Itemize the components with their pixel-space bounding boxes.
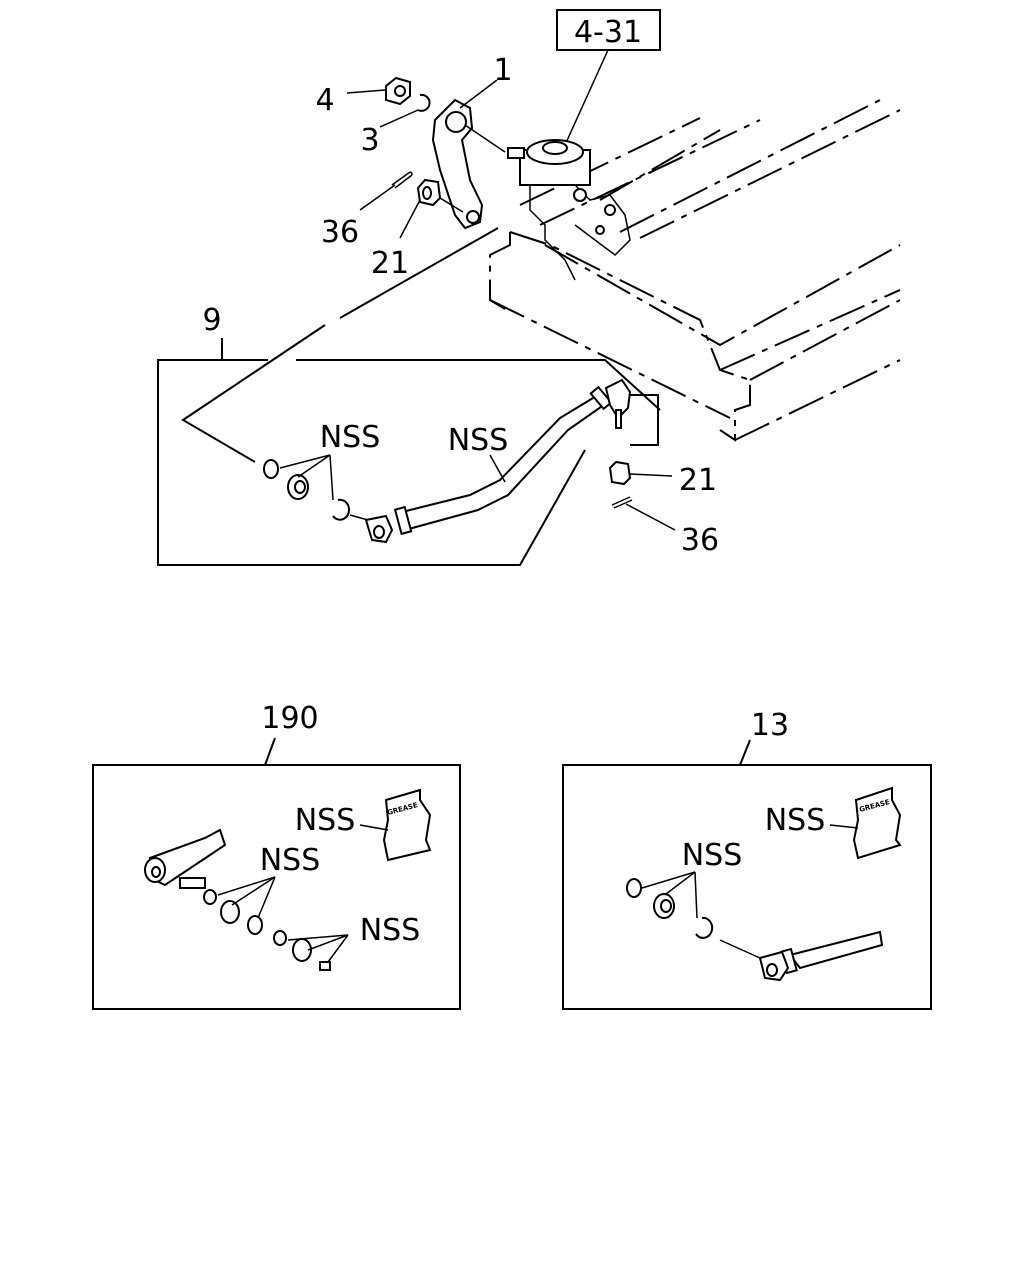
inset-13-nss-seals: NSS	[682, 838, 743, 873]
cotter-pin-36-lower-icon	[611, 496, 633, 509]
pitman-arm[interactable]	[431, 98, 484, 230]
inset-13-boot-icon	[653, 893, 675, 919]
inset-190-number: 190	[261, 701, 318, 736]
inset-190-small-pin-icon	[319, 961, 331, 971]
seal-boot-icon	[287, 474, 309, 500]
steering-gear-box	[507, 139, 631, 281]
frame-rail	[489, 99, 901, 442]
snap-ring-icon	[332, 498, 351, 521]
inset-190-nss-seals: NSS	[260, 843, 321, 878]
leader-1	[459, 79, 498, 109]
inset-190-nss-small: NSS	[360, 913, 421, 948]
inset-190-seal-boot-icon	[220, 900, 240, 924]
callout-nss-rod: NSS	[448, 423, 509, 458]
callout-nss-seal: NSS	[320, 420, 381, 455]
reference-leader	[564, 49, 609, 146]
drag-link-rod	[349, 378, 632, 544]
inset-190-nss-grease: NSS	[295, 803, 356, 838]
inset-13-box[interactable]	[562, 764, 932, 1010]
reference-box[interactable]: 4-31	[556, 9, 661, 51]
callout-4: 4	[315, 83, 334, 118]
callout-21-lower: 21	[679, 463, 717, 498]
callout-9: 9	[202, 303, 221, 338]
cotter-pin-36-icon	[391, 171, 413, 189]
seal-o-ring-icon	[263, 459, 279, 479]
inset-13-tie-rod-icon	[719, 930, 884, 982]
inset-13-nss-grease: NSS	[765, 803, 826, 838]
inset-190-box[interactable]	[92, 764, 461, 1010]
reference-box-label: 4-31	[574, 15, 642, 50]
callout-21-top: 21	[371, 246, 409, 281]
tie-rod-end-icon	[144, 828, 227, 905]
washer-3-icon	[417, 93, 431, 112]
nut-21-icon	[416, 178, 442, 207]
inset-190-small-o-ring-icon	[273, 930, 287, 946]
nut-4-icon	[385, 76, 411, 106]
inset-190-seal-ring-icon	[247, 915, 263, 935]
inset-13-o-ring-icon	[626, 878, 642, 898]
inset-13-number: 13	[751, 708, 789, 743]
inset-13-grease-pack-icon: GREASE	[852, 786, 902, 860]
pitman-shaft-line	[464, 124, 506, 153]
nut-21-lower-icon	[608, 460, 632, 486]
callout-36-lower: 36	[681, 523, 719, 558]
callout-3: 3	[360, 123, 379, 158]
callout-36-top: 36	[321, 215, 359, 250]
inset-13-snap-ring-icon	[695, 916, 714, 939]
callout-1: 1	[493, 53, 512, 88]
grease-pack-icon: GREASE	[382, 788, 432, 862]
drag-link-group[interactable]	[157, 227, 661, 566]
